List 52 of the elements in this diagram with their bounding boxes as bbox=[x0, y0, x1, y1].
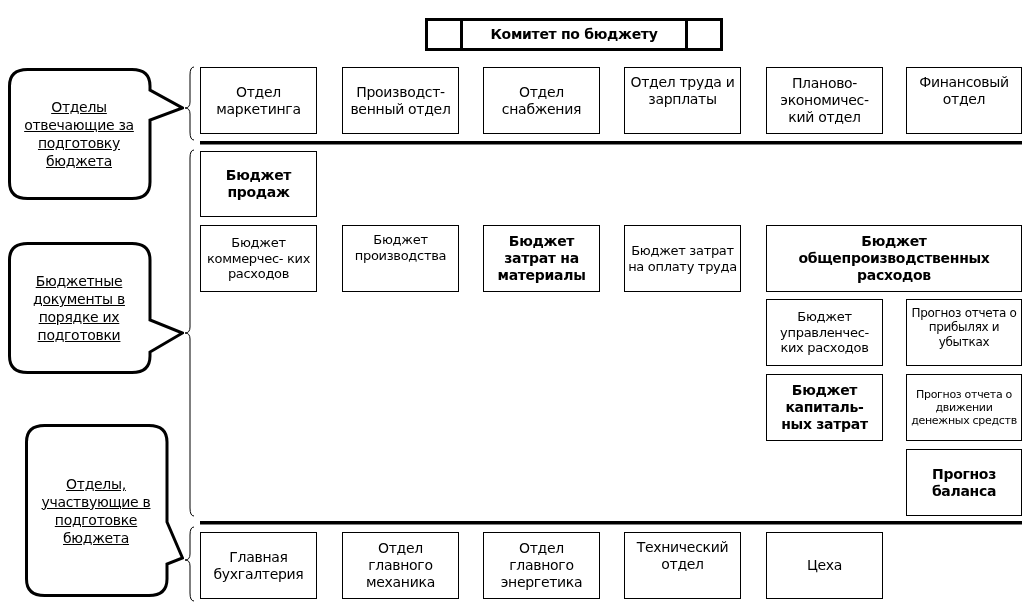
box-text: Бюджет производства bbox=[353, 232, 448, 264]
box-text: Технический отдел bbox=[635, 539, 730, 573]
committee-box bbox=[425, 18, 723, 51]
box-text: Бюджет продаж bbox=[224, 167, 293, 201]
speech-bubble bbox=[8, 68, 184, 200]
department-box bbox=[342, 532, 459, 599]
bubble-text: Бюджетные документы в порядке их подготовки bbox=[32, 272, 126, 345]
box-text: Бюджет общепроизводственных расходов bbox=[797, 233, 991, 284]
department-box bbox=[200, 67, 317, 134]
box-text: Отдел маркетинга bbox=[215, 83, 302, 118]
box-text: Отдел снабжения bbox=[500, 83, 583, 118]
committee-title: Комитет по бюджету bbox=[489, 26, 659, 43]
box-text: Бюджет затрат на оплату труда bbox=[627, 242, 738, 275]
department-box bbox=[766, 532, 883, 599]
department-box bbox=[624, 67, 741, 134]
department-box bbox=[200, 151, 317, 217]
box-text: Отдел главного энергетика bbox=[499, 540, 584, 591]
box-text: Прогноз отчета о движении денежных средств bbox=[910, 387, 1018, 428]
department-box bbox=[483, 67, 600, 134]
department-box bbox=[906, 299, 1022, 366]
department-box bbox=[906, 374, 1022, 441]
department-box bbox=[766, 299, 883, 366]
box-text: Отдел труда и зарплаты bbox=[629, 74, 736, 108]
department-box bbox=[483, 532, 600, 599]
department-box bbox=[906, 449, 1022, 516]
box-text: Бюджет коммерчес- ких расходов bbox=[205, 235, 312, 282]
box-text: Производст- венный отдел bbox=[349, 83, 452, 118]
department-box bbox=[483, 225, 600, 292]
speech-bubble bbox=[25, 424, 184, 597]
box-text: Бюджет затрат на материалы bbox=[496, 233, 587, 284]
box-text: Прогноз отчета о прибылях и убытках bbox=[910, 306, 1018, 350]
department-box bbox=[200, 225, 317, 292]
box-text: Финансовый отдел bbox=[918, 74, 1010, 108]
department-box bbox=[906, 67, 1022, 134]
department-box bbox=[766, 225, 1022, 292]
department-box bbox=[624, 225, 741, 292]
box-text: Бюджет управленчес- ких расходов bbox=[779, 309, 870, 356]
box-text: Прогноз баланса bbox=[930, 465, 998, 500]
department-box bbox=[200, 532, 317, 599]
box-text: Бюджет капиталь- ных затрат bbox=[780, 382, 869, 433]
department-box bbox=[342, 67, 459, 134]
box-text: Отдел главного механика bbox=[365, 540, 436, 591]
department-box bbox=[624, 532, 741, 599]
box-text: Цеха bbox=[805, 557, 844, 574]
box-text: Главная бухгалтерия bbox=[212, 548, 305, 583]
box-text: Планово- экономичес- кий отдел bbox=[779, 75, 870, 126]
bubble-text: Отделы отвечающие за подготовку бюджета bbox=[23, 98, 135, 171]
department-box bbox=[766, 374, 883, 441]
bubble-text: Отделы, участвующие в подготовке бюджета bbox=[40, 474, 152, 548]
department-box bbox=[766, 67, 883, 134]
speech-bubble bbox=[8, 242, 184, 374]
department-box bbox=[342, 225, 459, 292]
